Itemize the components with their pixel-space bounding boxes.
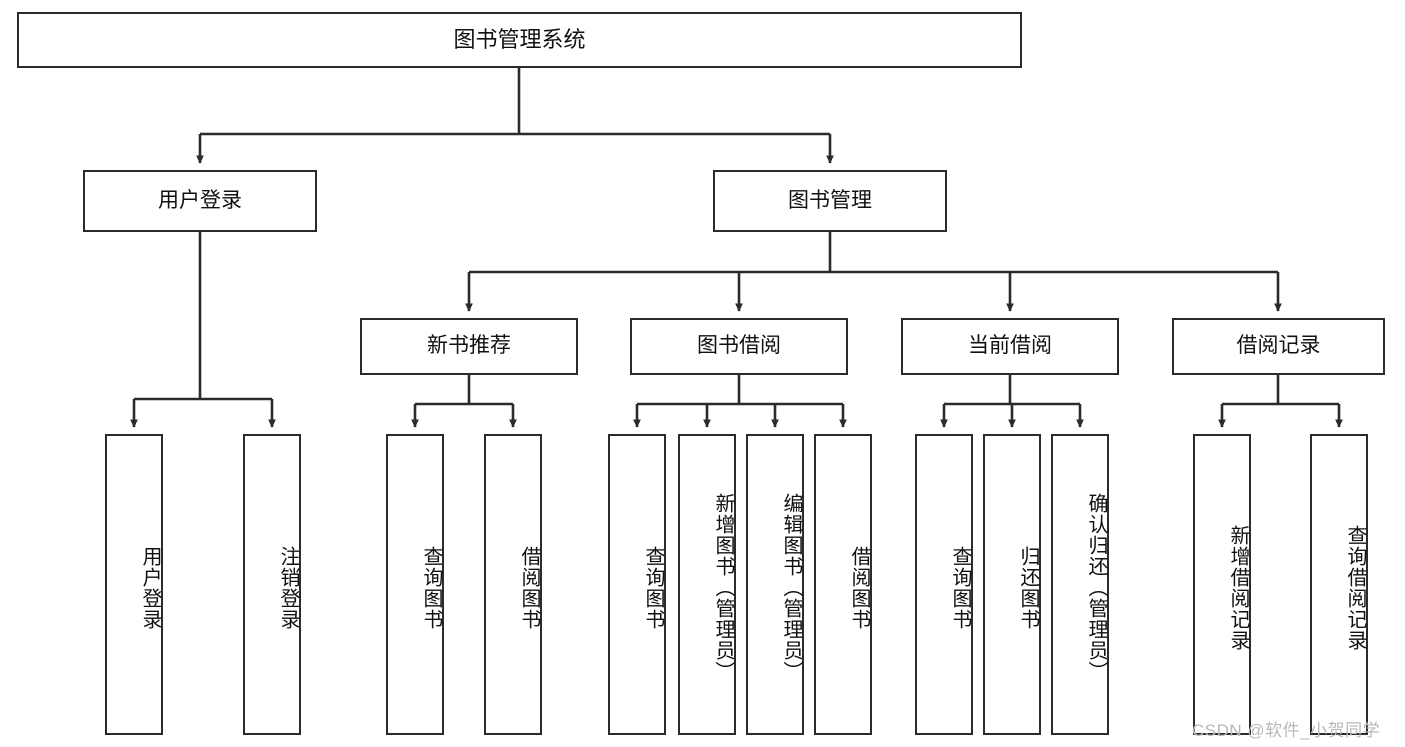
node-new-book-recommend-label: 新书推荐	[427, 334, 511, 358]
node-leaf-confirm-return-label: 确认归还（管理员）	[1085, 493, 1107, 682]
node-leaf-user-logout-label: 注销登录	[277, 545, 299, 630]
csdn-watermark: CSDN @软件_小贺同学	[1192, 721, 1381, 740]
node-book-borrow-label: 图书借阅	[697, 334, 781, 358]
node-borrow-record[interactable]: 借阅记录	[1172, 318, 1385, 375]
node-leaf-query-book-1[interactable]: 查询图书	[386, 434, 444, 735]
node-leaf-query-book-1-label: 查询图书	[420, 545, 442, 630]
node-leaf-user-logout[interactable]: 注销登录	[243, 434, 301, 735]
node-leaf-query-book-2-label: 查询图书	[642, 545, 664, 630]
node-leaf-return-book[interactable]: 归还图书	[983, 434, 1041, 735]
node-leaf-query-book-3-label: 查询图书	[949, 545, 971, 630]
node-user-login[interactable]: 用户登录	[83, 170, 317, 232]
node-leaf-add-book[interactable]: 新增图书（管理员）	[678, 434, 736, 735]
node-leaf-query-record[interactable]: 查询借阅记录	[1310, 434, 1368, 735]
node-user-login-label: 用户登录	[158, 188, 242, 212]
node-leaf-query-record-label: 查询借阅记录	[1344, 524, 1366, 651]
node-book-borrow[interactable]: 图书借阅	[630, 318, 848, 375]
node-leaf-user-login[interactable]: 用户登录	[105, 434, 163, 735]
node-root[interactable]: 图书管理系统	[17, 12, 1022, 68]
node-current-borrow-label: 当前借阅	[968, 334, 1052, 358]
node-leaf-return-book-label: 归还图书	[1017, 545, 1039, 630]
node-leaf-user-login-label: 用户登录	[139, 545, 161, 630]
node-borrow-record-label: 借阅记录	[1236, 334, 1321, 358]
node-book-manage-label: 图书管理	[788, 188, 872, 212]
node-leaf-add-record[interactable]: 新增借阅记录	[1193, 434, 1251, 735]
node-current-borrow[interactable]: 当前借阅	[901, 318, 1119, 375]
node-leaf-borrow-book-1-label: 借阅图书	[518, 545, 540, 630]
node-leaf-borrow-book-2-label: 借阅图书	[848, 545, 870, 630]
node-leaf-query-book-3[interactable]: 查询图书	[915, 434, 973, 735]
node-new-book-recommend[interactable]: 新书推荐	[360, 318, 578, 375]
node-leaf-edit-book-label: 编辑图书（管理员）	[780, 493, 802, 682]
node-leaf-query-book-2[interactable]: 查询图书	[608, 434, 666, 735]
node-leaf-confirm-return[interactable]: 确认归还（管理员）	[1051, 434, 1109, 735]
node-leaf-borrow-book-2[interactable]: 借阅图书	[814, 434, 872, 735]
node-leaf-edit-book[interactable]: 编辑图书（管理员）	[746, 434, 804, 735]
node-leaf-add-book-label: 新增图书（管理员）	[712, 493, 734, 682]
node-book-manage[interactable]: 图书管理	[713, 170, 947, 232]
node-leaf-add-record-label: 新增借阅记录	[1227, 524, 1249, 651]
node-root-label: 图书管理系统	[453, 27, 586, 53]
node-leaf-borrow-book-1[interactable]: 借阅图书	[484, 434, 542, 735]
